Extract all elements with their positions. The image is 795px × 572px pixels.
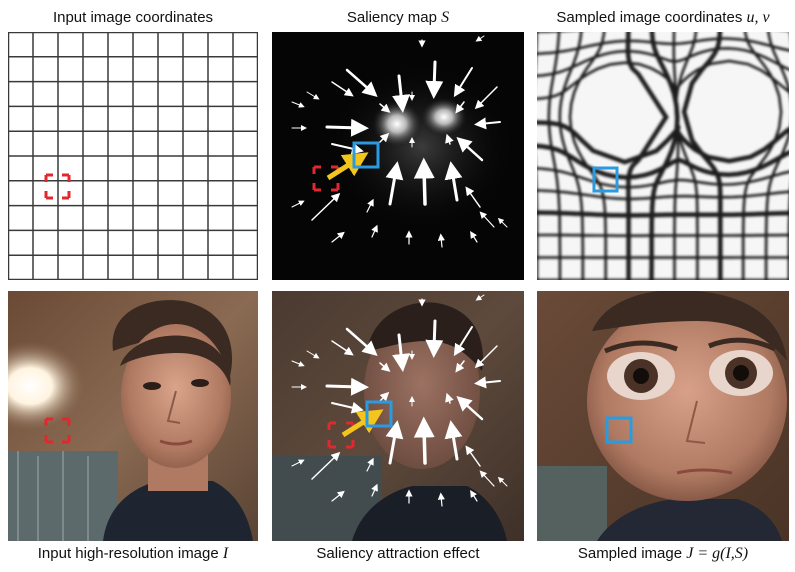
warped-grid-line [649, 32, 680, 280]
attraction-arrow [306, 350, 320, 359]
attraction-arrow [453, 67, 473, 98]
attraction-arrow [379, 103, 391, 113]
warped-grid-line [547, 32, 562, 280]
attraction-arrow [479, 470, 495, 487]
warped-grid-line [537, 37, 789, 56]
warped-grid-line [537, 189, 789, 201]
warped-grid-line [558, 32, 585, 280]
red-marker [44, 173, 71, 200]
blue-marker [352, 141, 380, 169]
blue-marker [592, 166, 619, 193]
attraction-arrow [445, 392, 454, 404]
attraction-arrow [465, 186, 481, 208]
warped-grid-line [537, 233, 789, 237]
attraction-arrow [455, 101, 465, 114]
attraction-arrow [425, 319, 444, 358]
attraction-arrow [371, 224, 378, 238]
attraction-arrow [366, 198, 374, 213]
attraction-arrows [291, 35, 508, 248]
attraction-arrow [470, 489, 478, 502]
attraction-arrow [385, 420, 404, 465]
attraction-arrow [437, 492, 445, 507]
attraction-arrow [392, 333, 410, 372]
attraction-arrow [456, 395, 484, 421]
attraction-arrow [306, 91, 320, 100]
attraction-arrow [311, 451, 341, 480]
warped-grid-line [537, 46, 789, 78]
attraction-arrow [474, 376, 501, 389]
attraction-arrow [291, 360, 305, 367]
attraction-arrow [379, 391, 390, 402]
warped-grid-line [537, 143, 789, 180]
caption-sampled-image: Sampled image J = g(I,S) [577, 545, 749, 562]
warped-grid-line [672, 32, 680, 280]
warped-grid-line [764, 32, 789, 280]
attraction-arrow [465, 445, 481, 467]
attraction-arrow [455, 360, 465, 373]
warped-grid-line [537, 59, 789, 101]
attraction-arrow [437, 233, 445, 248]
saliency-map-panel [272, 32, 524, 280]
attraction-arrow [444, 161, 463, 202]
attraction-arrow [497, 476, 508, 487]
input-photo-panel [8, 291, 258, 541]
attraction-arrow [311, 192, 341, 221]
attraction-arrow [331, 231, 345, 243]
attraction-arrow [291, 200, 305, 208]
attraction-arrow [345, 327, 378, 356]
attraction-arrow [456, 136, 484, 162]
attraction-arrow [475, 35, 485, 42]
attraction-arrow [444, 420, 463, 461]
sampled-grid-panel [537, 32, 789, 280]
attraction-arrow [325, 377, 369, 396]
warped-grid-line [741, 32, 783, 280]
attraction-arrow [413, 416, 435, 465]
warped-grid-line [537, 167, 789, 189]
attraction-arrow [331, 81, 354, 97]
warped-grid-line [674, 32, 699, 280]
attraction-arrow [331, 401, 364, 414]
attraction-arrow [385, 161, 404, 206]
attraction-arrow [470, 230, 478, 243]
red-marker [312, 165, 340, 192]
attraction-arrow [291, 459, 305, 467]
attraction-arrow [413, 157, 435, 206]
blue-marker [605, 416, 633, 444]
caption-input-coordinates: Input image coordinates [52, 9, 214, 26]
attraction-photo-panel [272, 291, 524, 541]
attraction-arrow [379, 362, 391, 372]
attraction-arrow [445, 133, 454, 145]
attraction-arrow [392, 74, 410, 113]
warped-grid-line [537, 210, 789, 218]
attraction-arrow [379, 132, 390, 143]
sampled-photo-panel [537, 291, 789, 541]
caption-attraction-effect: Saliency attraction effect [316, 545, 480, 562]
attraction-arrow [453, 326, 473, 357]
attraction-arrow [475, 294, 485, 301]
blue-marker [365, 400, 393, 428]
caption-input-image: Input high-resolution image I [37, 545, 229, 562]
attraction-arrow [425, 60, 444, 99]
attraction-arrow [474, 345, 498, 369]
attraction-arrow [479, 211, 495, 228]
warped-grid-line [625, 32, 669, 280]
attraction-arrow [331, 340, 354, 356]
attraction-arrow [331, 490, 345, 502]
attraction-arrow [325, 118, 369, 137]
attraction-arrows [291, 294, 508, 507]
caption-saliency-map: Saliency map S [346, 9, 450, 26]
attraction-arrow [291, 101, 305, 108]
red-marker [44, 417, 71, 444]
input-grid-panel [8, 32, 258, 280]
attraction-arrow [345, 68, 378, 97]
attraction-arrow [371, 483, 378, 497]
attraction-arrow [474, 86, 498, 110]
attraction-arrow [366, 457, 374, 472]
attraction-arrow [497, 217, 508, 228]
warped-grid-line [681, 32, 723, 280]
attraction-arrow [474, 117, 501, 130]
caption-sampled-coordinates: Sampled image coordinates u, v [556, 9, 770, 26]
